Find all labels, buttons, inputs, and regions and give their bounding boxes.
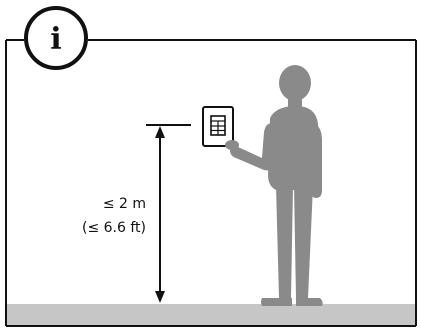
info-icon: i <box>24 6 88 70</box>
height-dimension <box>146 124 191 303</box>
diagram-frame <box>5 39 417 327</box>
info-glyph: i <box>50 22 61 57</box>
keypad-device-icon <box>202 106 234 147</box>
height-arrow-top-head <box>155 126 165 138</box>
height-label-imperial: (≤ 6.6 ft) <box>82 220 146 236</box>
height-arrow-bottom-head <box>155 291 165 303</box>
floor <box>7 304 415 325</box>
person-silhouette-icon <box>225 65 323 306</box>
height-label-metric: ≤ 2 m <box>103 196 146 212</box>
